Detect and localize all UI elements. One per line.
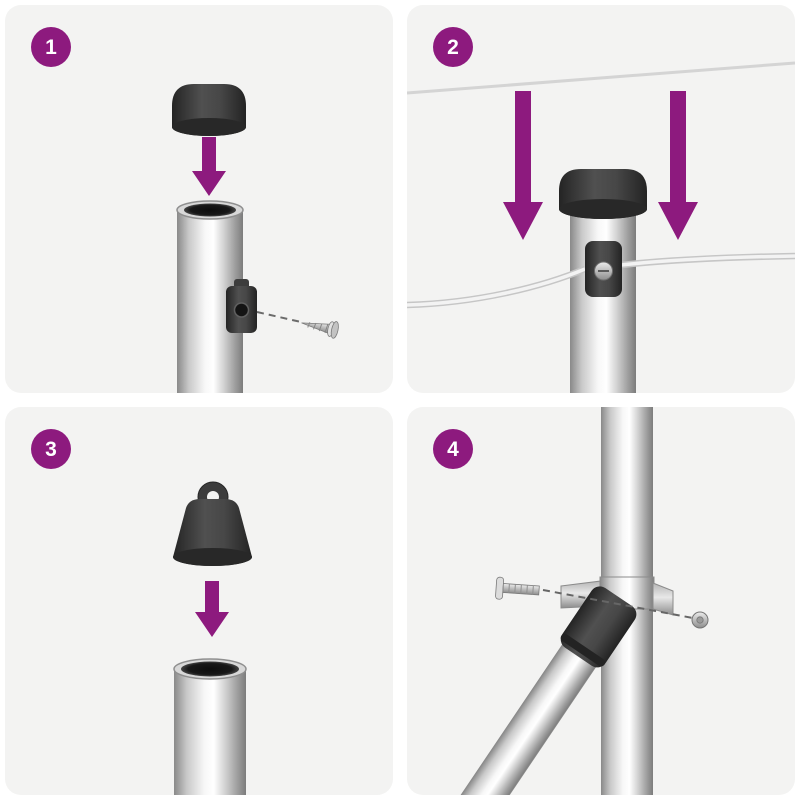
top-wire: [407, 61, 795, 95]
clothesline-wires: [407, 252, 795, 309]
step-number: 4: [447, 437, 459, 461]
screw-alignment-dashes: [256, 311, 302, 323]
instruction-grid: 1: [5, 5, 795, 795]
diagonal-brace: [428, 586, 637, 795]
screw-clamp: [226, 279, 257, 333]
step-2-panel: 2: [407, 5, 795, 393]
step-1-illustration: [172, 84, 339, 393]
screw: [301, 321, 339, 339]
step-number: 1: [45, 35, 57, 59]
down-arrow-icon: [192, 137, 226, 196]
step-4-illustration: [428, 407, 709, 795]
end-cap: [559, 169, 647, 219]
pole: [570, 211, 636, 393]
step-badge-2: 2: [433, 27, 473, 67]
step-number: 3: [45, 437, 57, 461]
step-1-panel: 1: [5, 5, 393, 393]
step-number: 2: [447, 35, 459, 59]
step-2-illustration: [407, 61, 795, 393]
step-badge-4: 4: [433, 429, 473, 469]
down-arrow-icon: [195, 581, 229, 637]
step-4-panel: 4: [407, 407, 795, 795]
step-3-panel: 3: [5, 407, 393, 795]
step-badge-3: 3: [31, 429, 71, 469]
nut: [691, 611, 709, 629]
bolt-alignment-dashes: [542, 589, 694, 619]
pole-open-end: [173, 658, 247, 795]
step-3-illustration: [173, 481, 252, 795]
wire-bracket: [585, 241, 622, 297]
end-cap: [172, 84, 246, 136]
brace-connector: [560, 586, 637, 668]
down-arrow-icon: [503, 91, 543, 240]
eyelet-cap: [173, 481, 252, 566]
step-badge-1: 1: [31, 27, 71, 67]
down-arrow-icon: [658, 91, 698, 240]
bolt: [495, 576, 540, 600]
